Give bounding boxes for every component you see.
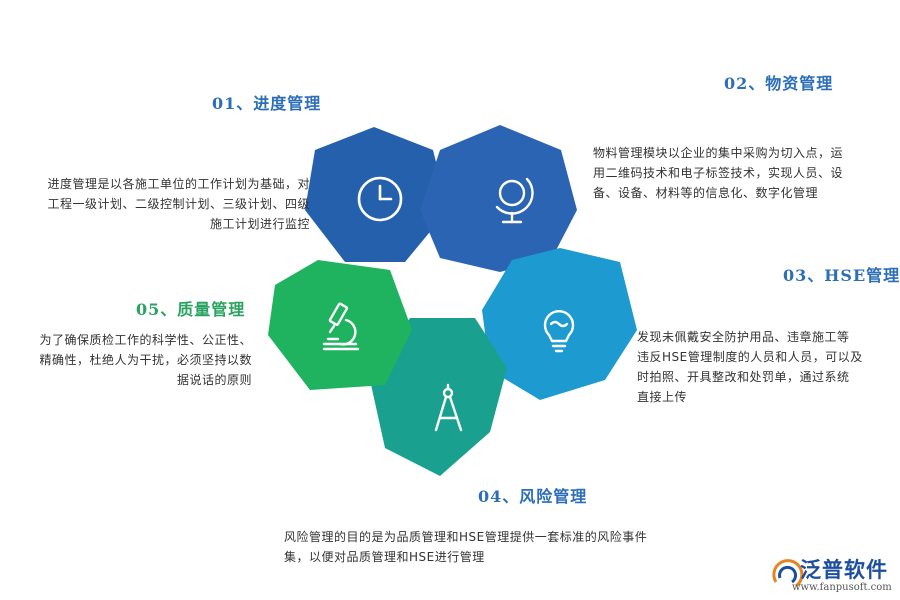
hse-description-line: 发现未佩戴安全防护用品、违章施工等: [637, 330, 850, 344]
progress-description-line: 工程一级计划、二级控制计划、三级计划、四级: [47, 197, 310, 211]
risk-title: 04、风险管理: [478, 487, 588, 506]
material-title: 02、物资管理: [724, 74, 834, 93]
quality-description-line: 据说话的原则: [176, 373, 252, 387]
fanpu-logo-icon: [772, 559, 804, 588]
hse-title: 03、HSE管理: [783, 266, 900, 285]
globe-icon: [495, 177, 534, 224]
lightbulb-icon: [543, 310, 575, 353]
material-hexagon: [420, 125, 577, 272]
progress-description-line: 进度管理是以各施工单位的工作计划为基础，对: [47, 177, 310, 191]
progress-hexagon: [305, 127, 448, 262]
clock-icon: [357, 176, 403, 222]
quality-description-line: 为了确保质检工作的科学性、公正性、: [39, 333, 252, 347]
hse-description-line: 直接上传: [637, 390, 688, 404]
hse-description-line: 时拍照、开具整改和处罚单，通过系统: [637, 370, 850, 384]
material-description: 物料管理模块以企业的集中采购为切入点，运 用二维码技术和电子标签技术，实现人员、…: [593, 143, 893, 203]
material-description-line: 物料管理模块以企业的集中采购为切入点，运: [593, 146, 844, 160]
progress-title: 01、进度管理: [212, 94, 322, 113]
material-description-line: 备、设备、材料等的信息化、数字化管理: [593, 186, 819, 200]
quality-description-line: 精确性，杜绝人为干扰，必须坚持以数: [39, 353, 252, 367]
microscope-icon: [322, 302, 360, 351]
logo-url: www.fanpusoft.com: [792, 582, 892, 593]
hse-description-line: 违反HSE管理制度的人员和人员，可以及: [637, 350, 863, 364]
quality-hexagon: [268, 260, 412, 390]
quality-description: 为了确保质检工作的科学性、公正性、 精确性，杜绝人为干扰，必须坚持以数 据说话的…: [6, 330, 252, 390]
material-description-line: 用二维码技术和电子标签技术，实现人员、设: [593, 166, 844, 180]
progress-description-line: 施工计划进行监控: [209, 217, 310, 231]
risk-description: 风险管理的目的是为品质管理和HSE管理提供一套标准的风险事件 集，以便对品质管理…: [284, 527, 684, 567]
quality-title: 05、质量管理: [136, 300, 246, 319]
risk-hexagon: [370, 318, 507, 476]
progress-description: 进度管理是以各施工单位的工作计划为基础，对 工程一级计划、二级控制计划、三级计划…: [4, 174, 310, 234]
hse-description: 发现未佩戴安全防护用品、违章施工等 违反HSE管理制度的人员和人员，可以及 时拍…: [637, 327, 897, 407]
compass-icon: [434, 383, 463, 432]
risk-description-line: 集，以便对品质管理和HSE进行管理: [284, 550, 485, 564]
risk-description-line: 风险管理的目的是为品质管理和HSE管理提供一套标准的风险事件: [284, 530, 648, 544]
logo-brand: 泛普软件: [800, 558, 888, 582]
